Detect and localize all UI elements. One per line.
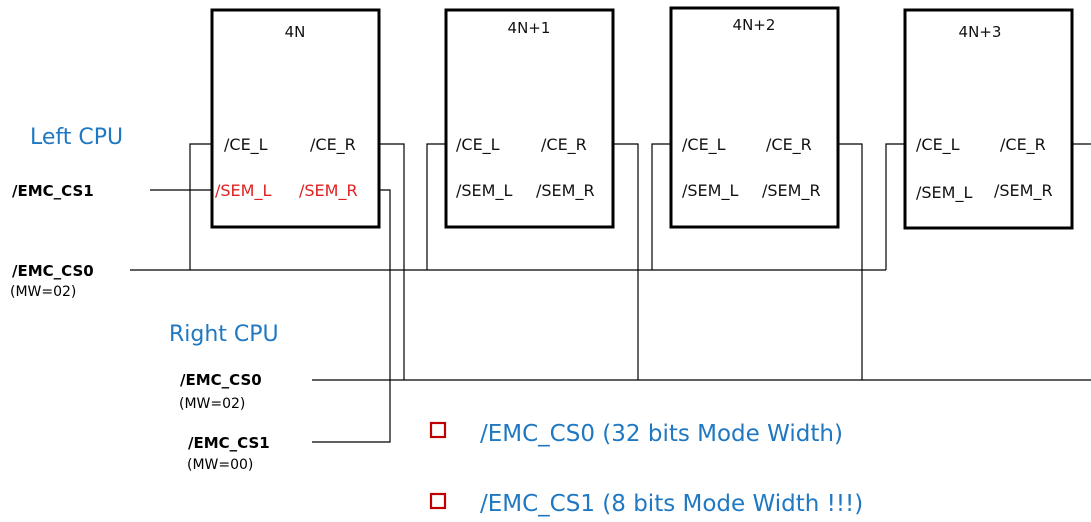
notes: /EMC_CS0 (32 bits Mode Width) /EMC_CS1 (… bbox=[429, 421, 863, 517]
square-bullet-icon bbox=[429, 492, 447, 510]
left-cs0-drop-4n3 bbox=[885, 143, 905, 270]
left-emc-cs1-label: /EMC_CS1 bbox=[12, 182, 94, 200]
chip-4n: 4N /CE_L /CE_R /SEM_L /SEM_R bbox=[210, 8, 381, 229]
left-cs0-drop-4n bbox=[189, 143, 212, 270]
left-cs0-mode-width: (MW=02) bbox=[10, 284, 76, 300]
right-cs0-mode-width: (MW=02) bbox=[179, 396, 245, 412]
left-cs0-drop-4n1 bbox=[426, 143, 446, 270]
pin-sem-l: /SEM_L bbox=[916, 183, 972, 203]
pin-ce-r: /CE_R bbox=[541, 135, 587, 155]
pin-sem-l: /SEM_L bbox=[456, 181, 512, 201]
pin-ce-l: /CE_L bbox=[916, 135, 960, 155]
pin-sem-l: /SEM_L bbox=[682, 181, 738, 201]
right-cs0-rise-4n1 bbox=[613, 143, 639, 380]
left-cs0-drop-4n2 bbox=[651, 143, 671, 270]
right-cs1-wire bbox=[312, 189, 391, 443]
right-cs1-mode-width: (MW=00) bbox=[187, 457, 253, 473]
wiring bbox=[130, 143, 1091, 443]
right-cs0-rise-4n2 bbox=[838, 143, 863, 380]
right-cpu-label: Right CPU bbox=[169, 322, 279, 347]
square-bullet-icon bbox=[429, 421, 447, 439]
chip-4n-plus-3: 4N+3 /CE_L /CE_R /SEM_L /SEM_R bbox=[903, 8, 1074, 230]
pin-sem-r: /SEM_R bbox=[299, 181, 358, 201]
right-emc-cs0-label: /EMC_CS0 bbox=[180, 371, 262, 389]
pin-sem-r: /SEM_R bbox=[536, 181, 595, 201]
chip-title: 4N+3 bbox=[959, 23, 1002, 41]
pin-ce-r: /CE_R bbox=[1000, 135, 1046, 155]
pin-ce-l: /CE_L bbox=[224, 135, 268, 155]
pin-ce-l: /CE_L bbox=[456, 135, 500, 155]
right-cs0-rise-4n bbox=[379, 143, 405, 380]
right-cpu: Right CPU /EMC_CS0 (MW=02) /EMC_CS1 (MW=… bbox=[169, 322, 279, 473]
chip-4n-plus-1: 4N+1 /CE_L /CE_R /SEM_L /SEM_R bbox=[444, 8, 615, 229]
left-emc-cs0-label: /EMC_CS0 bbox=[12, 262, 94, 280]
chip-title: 4N bbox=[285, 23, 306, 41]
chip-4n-plus-2: 4N+2 /CE_L /CE_R /SEM_L /SEM_R bbox=[669, 6, 840, 229]
pin-sem-r: /SEM_R bbox=[994, 181, 1053, 201]
left-cpu: Left CPU /EMC_CS1 /EMC_CS0 (MW=02) bbox=[10, 125, 123, 300]
pin-ce-r: /CE_R bbox=[310, 135, 356, 155]
chip-title: 4N+1 bbox=[508, 19, 551, 37]
pin-sem-r: /SEM_R bbox=[762, 181, 821, 201]
left-cpu-label: Left CPU bbox=[30, 125, 123, 150]
note-cs1: /EMC_CS1 (8 bits Mode Width !!!) bbox=[480, 491, 863, 517]
right-emc-cs1-label: /EMC_CS1 bbox=[188, 434, 270, 452]
pin-sem-l: /SEM_L bbox=[215, 181, 271, 201]
pin-ce-r: /CE_R bbox=[766, 135, 812, 155]
note-cs0: /EMC_CS0 (32 bits Mode Width) bbox=[480, 421, 843, 447]
chip-title: 4N+2 bbox=[733, 16, 776, 34]
pin-ce-l: /CE_L bbox=[682, 135, 726, 155]
